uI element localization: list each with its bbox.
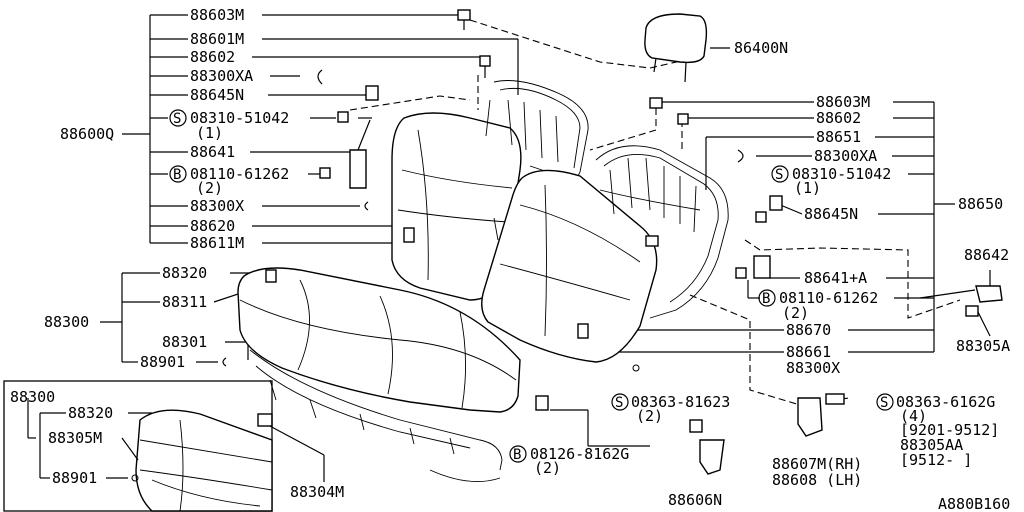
label-88320: 88320 <box>162 264 207 282</box>
label-88611M: 88611M <box>190 234 244 252</box>
symbol-s: S <box>173 111 181 127</box>
seat-cushion <box>237 267 521 413</box>
label-88300XA: 88300XA <box>190 67 253 85</box>
label-qty: (1) <box>196 124 223 142</box>
label-qty: (2) <box>636 407 663 425</box>
clip-marks <box>131 69 744 482</box>
diagram-id: A880B160 <box>938 495 1010 512</box>
label-88661: 88661 <box>786 343 831 361</box>
inset-box <box>3 380 273 512</box>
label-qty: (2) <box>782 304 809 322</box>
label-88600Q: 88600Q <box>60 125 114 143</box>
label-88651: 88651 <box>816 128 861 146</box>
label-88601M: 88601M <box>190 30 244 48</box>
label-88650: 88650 <box>958 195 1003 213</box>
label-88301: 88301 <box>162 333 207 351</box>
right-bracket-lines <box>580 47 991 353</box>
symbol-s: S <box>775 167 783 183</box>
label-88641-A: 88641+A <box>804 269 867 287</box>
right-seatback <box>481 169 659 363</box>
cushion-frame <box>249 349 503 483</box>
inset-label-88320: 88320 <box>68 404 113 422</box>
label-88603M: 88603M <box>190 6 244 24</box>
label-88603M: 88603M <box>816 93 870 111</box>
label-88602: 88602 <box>190 48 235 66</box>
inset-label-88901: 88901 <box>52 469 97 487</box>
label-88305A: 88305A <box>956 337 1010 355</box>
label-88670: 88670 <box>786 321 831 339</box>
label-08310-51042: 08310-51042 <box>792 165 891 183</box>
inset-label-88300: 88300 <box>10 388 55 406</box>
headrest <box>644 13 708 83</box>
label-88607M-rh: 88607M(RH) <box>772 455 862 473</box>
label-range-2: [9512- ] <box>900 451 972 469</box>
label-88901: 88901 <box>140 353 185 371</box>
symbol-b: B <box>173 167 181 183</box>
label-88304M: 88304M <box>290 483 344 501</box>
label-08126-8162G: 08126-8162G <box>530 445 629 463</box>
label-88300XA: 88300XA <box>814 147 877 165</box>
part-labels: 88603M 88601M 88602 88300XA 88645N 08310… <box>10 6 1010 512</box>
label-88645N: 88645N <box>804 205 858 223</box>
label-qty: (4) <box>900 407 927 425</box>
symbol-b: B <box>762 291 770 307</box>
label-08310-51042: 08310-51042 <box>190 109 289 127</box>
label-88300X: 88300X <box>190 197 244 215</box>
label-86400N: 86400N <box>734 39 788 57</box>
symbol-s: S <box>880 395 888 411</box>
label-88641: 88641 <box>190 143 235 161</box>
left-bracket-lines <box>122 14 519 244</box>
label-08110-61262: 08110-61262 <box>190 165 289 183</box>
right-frame-88651 <box>595 145 729 319</box>
label-88300X: 88300X <box>786 359 840 377</box>
label-88620: 88620 <box>190 217 235 235</box>
left-seatback <box>391 112 522 301</box>
symbol-letters: S B S B S S B <box>173 111 888 463</box>
label-08363-6162G: 08363-6162G <box>896 393 995 411</box>
label-88602: 88602 <box>816 109 861 127</box>
symbol-s: S <box>615 395 623 411</box>
hardware-pieces <box>257 9 1003 475</box>
label-qty: (2) <box>196 179 223 197</box>
label-88645N: 88645N <box>190 86 244 104</box>
label-08363-81623: 08363-81623 <box>631 393 730 411</box>
inset-label-88305M: 88305M <box>48 429 102 447</box>
label-88608-lh: 88608 (LH) <box>772 471 862 489</box>
label-88305AA: 88305AA <box>900 436 963 454</box>
label-qty: (2) <box>534 459 561 477</box>
label-qty: (1) <box>794 179 821 197</box>
label-88300: 88300 <box>44 313 89 331</box>
label-88606N: 88606N <box>668 491 722 509</box>
symbol-b: B <box>513 447 521 463</box>
label-88311: 88311 <box>162 293 207 311</box>
label-88642: 88642 <box>964 246 1009 264</box>
label-range-1: [9201-9512] <box>900 421 999 439</box>
label-08110-61262: 08110-61262 <box>779 289 878 307</box>
assembly-dashed-lines <box>349 19 961 406</box>
symbol-circles <box>169 109 894 463</box>
